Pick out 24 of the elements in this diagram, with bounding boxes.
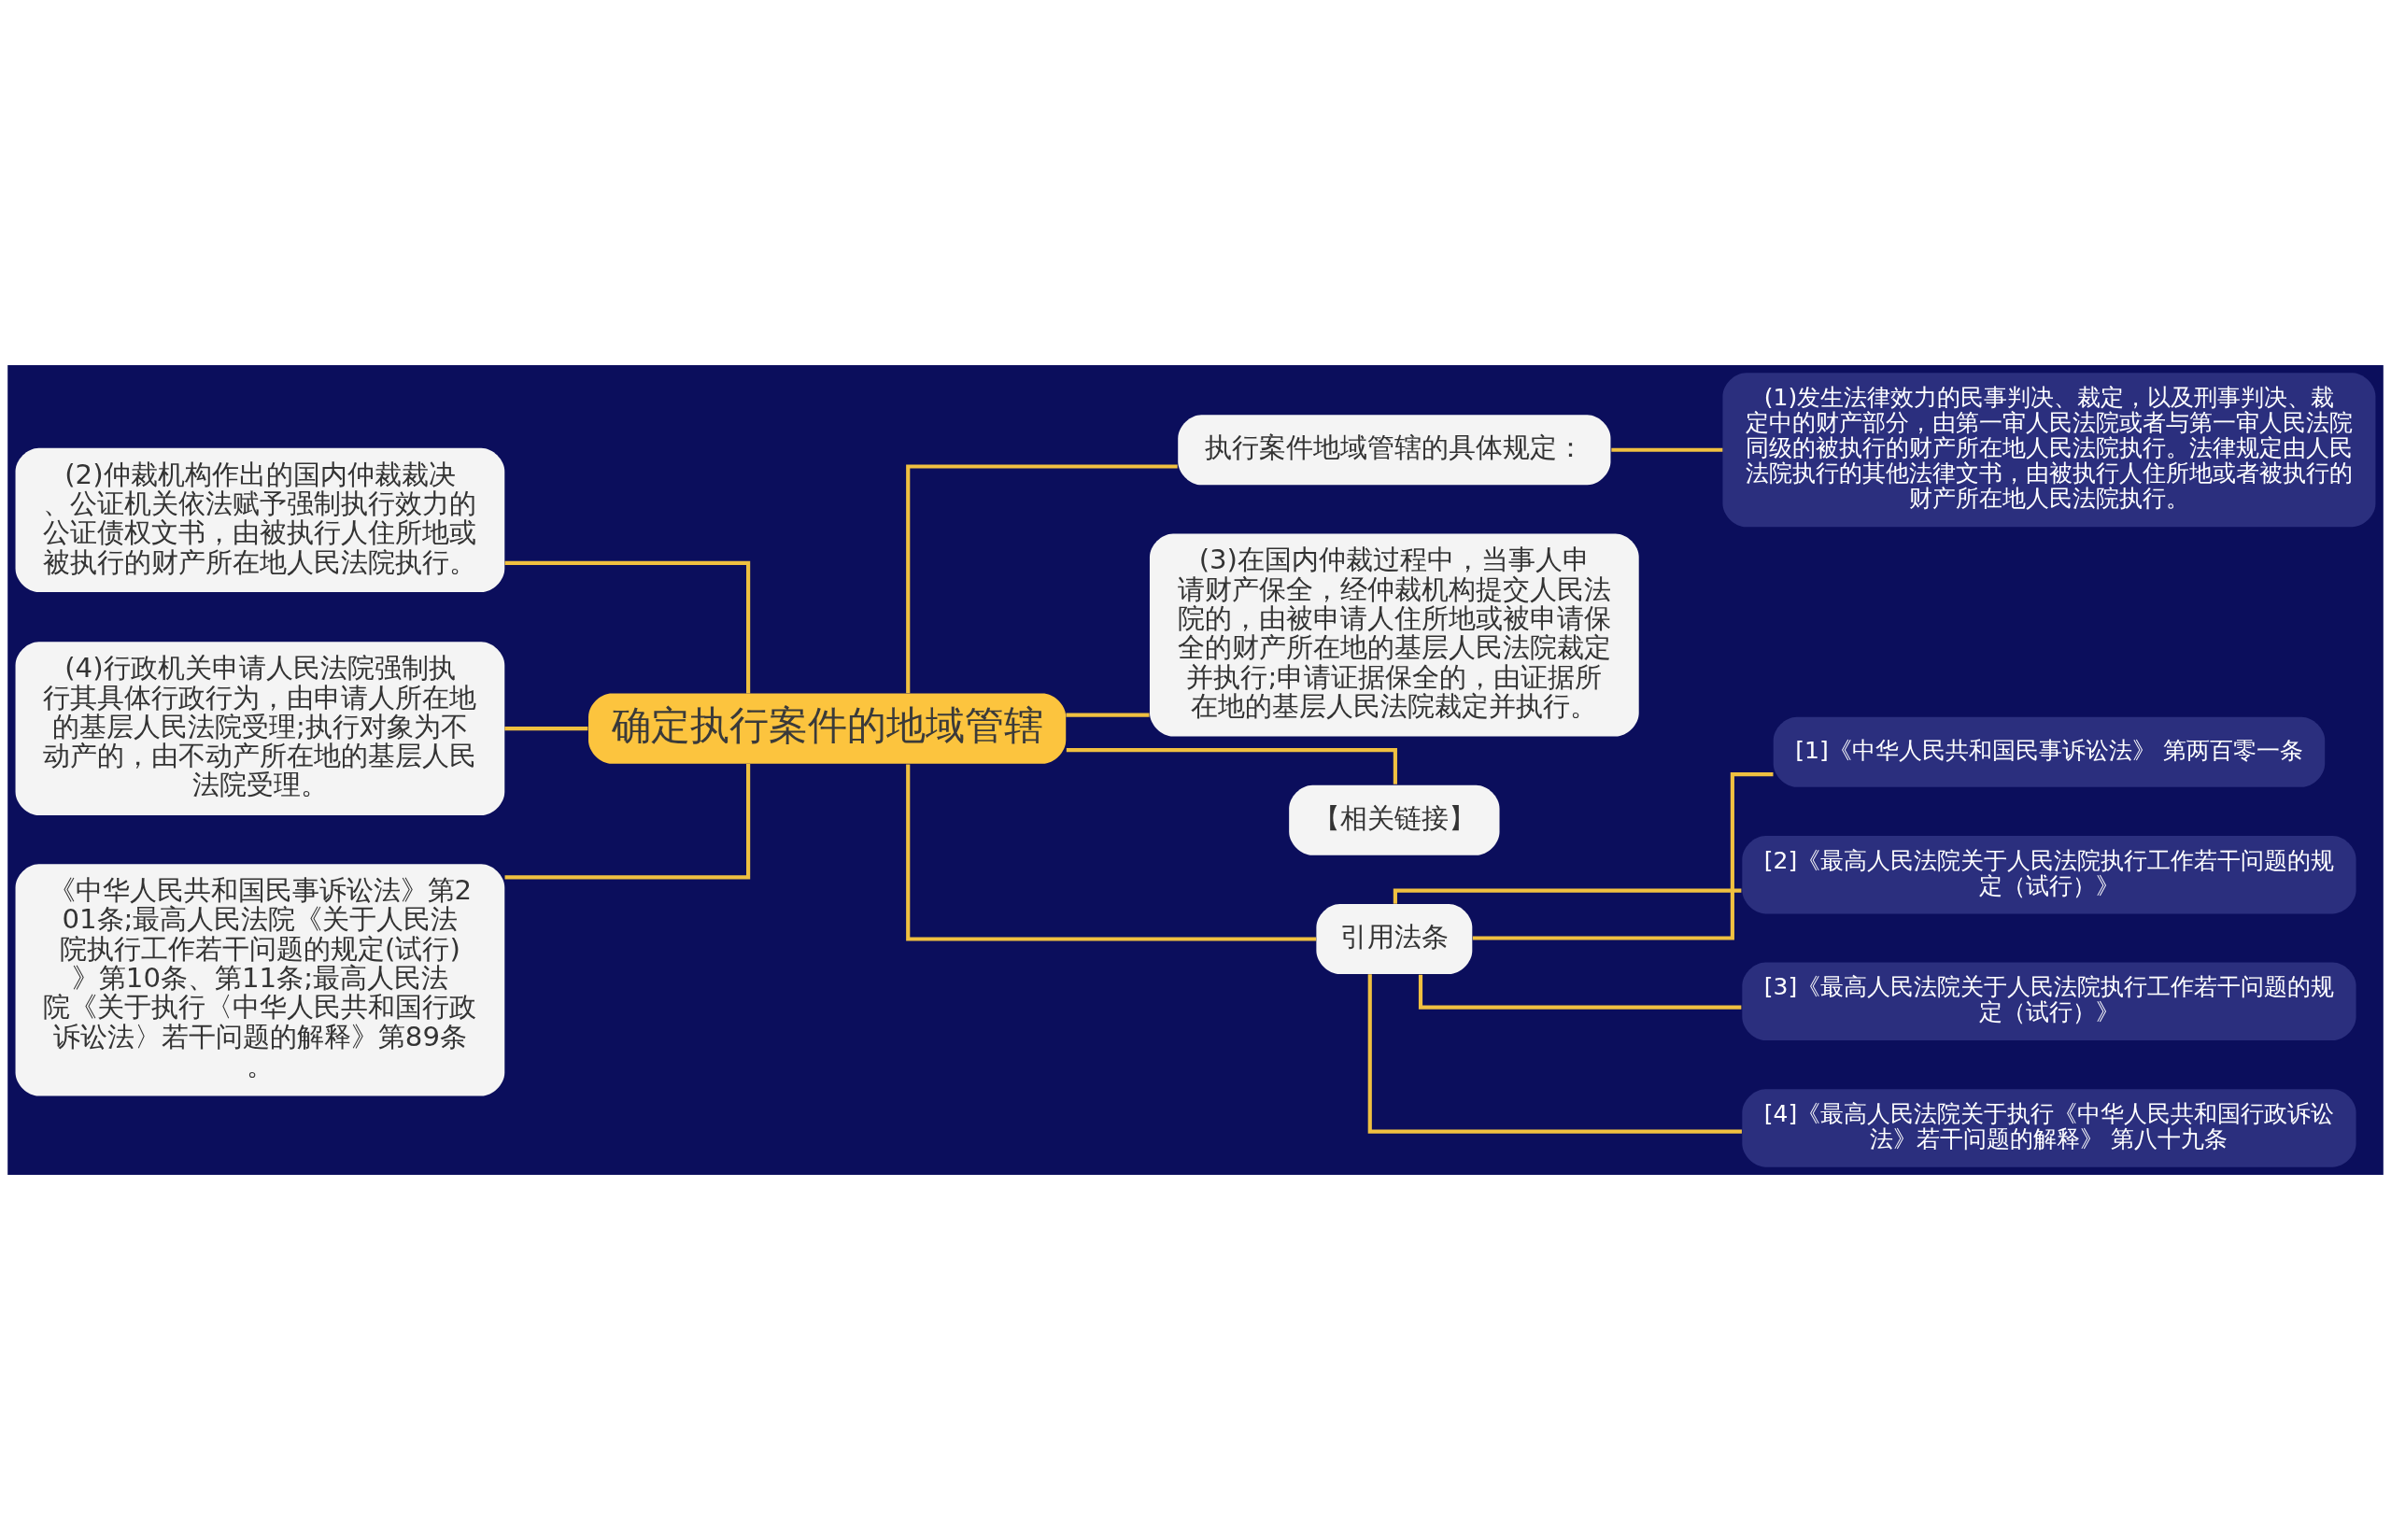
node-box: 《中华人民共和国民事诉讼法》第201条;最高人民法院《关于人民法院执行工作若干问题的规定(试行)》第10条、第11条;最高人民法院《关于执行〈中华人民共和国行政诉讼法〉若干问题的解释》第89条。 xyxy=(15,864,505,1096)
connector xyxy=(504,727,588,731)
node-box: [4]《最高人民法院关于执行《中华人民共和国行政诉讼法》若干问题的解释》 第八十九条 xyxy=(1742,1089,2356,1167)
node-box: 引用法条 xyxy=(1316,903,1473,975)
connector xyxy=(1611,447,1723,452)
connector xyxy=(1418,974,1742,1010)
connector xyxy=(906,764,1317,941)
node-box: [3]《最高人民法院关于人民法院执行工作若干问题的规定（试行）》 xyxy=(1742,962,2356,1040)
node-box: 确定执行案件的地域管辖 xyxy=(588,693,1067,764)
node-box: (1)发生法律效力的民事判决、裁定，以及刑事判决、裁定中的财产部分，由第一审人民法院或者与第一审人民法院同级的被执行的财产所在地人民法院执行。法律规定由人民法院执行的其他法律文书，由被执行人住所地或者被执行的财产所在地人民法院执行。 xyxy=(1722,373,2376,528)
connector xyxy=(1393,888,1742,904)
node-box: [1]《中华人民共和国民事诉讼法》 第两百零一条 xyxy=(1773,716,2326,787)
connector xyxy=(504,560,751,694)
node-box: [2]《最高人民法院关于人民法院执行工作若干问题的规定（试行）》 xyxy=(1742,835,2356,914)
connector xyxy=(906,464,1178,694)
connector xyxy=(504,763,751,880)
node-box: (3)在国内仲裁过程中，当事人申请财产保全，经仲裁机构提交人民法院的，由被申请人住所地或被申请保全的财产所在地的基层人民法院裁定并执行;申请证据保全的，由证据所在地的基层人民法院裁定并执行。 xyxy=(1149,533,1639,737)
connector xyxy=(1066,713,1150,717)
connector xyxy=(1472,772,1774,940)
node-box: 【相关链接】 xyxy=(1289,784,1500,855)
connector xyxy=(1367,974,1742,1134)
node-box: (4)行政机关申请人民法院强制执行其具体行政行为，由申请人所在地的基层人民法院受理;执行对象为不动产的，由不动产所在地的基层人民法院受理。 xyxy=(15,642,505,815)
node-box: (2)仲裁机构作出的国内仲裁裁决、公证机关依法赋予强制执行效力的公证债权文书，由被执行人住所地或被执行的财产所在地人民法院执行。 xyxy=(15,447,505,593)
node-box: 执行案件地域管辖的具体规定： xyxy=(1178,415,1611,486)
